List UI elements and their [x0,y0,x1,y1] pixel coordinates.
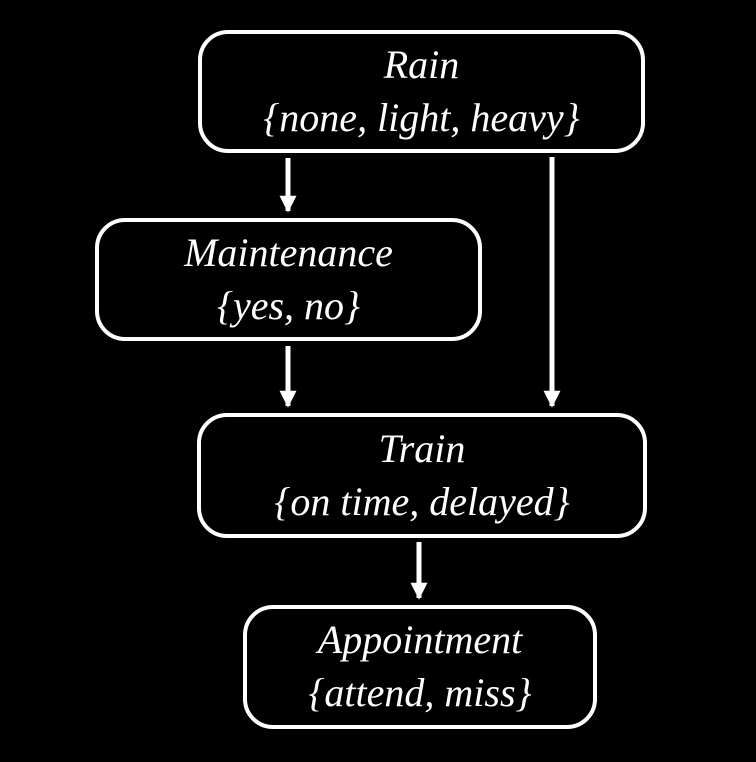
node-train-domain: {on time, delayed} [274,478,570,524]
node-rain-domain: {none, light, heavy} [263,94,580,140]
node-maintenance-domain: {yes, no} [216,282,361,328]
node-rain-label: Rain [383,41,460,87]
node-maintenance: Maintenance {yes, no} [95,218,482,341]
node-appointment-label: Appointment [317,617,523,663]
node-train-label: Train [378,425,466,471]
node-appointment-domain: {attend, miss} [308,670,532,715]
node-rain: Rain {none, light, heavy} [198,30,645,153]
node-appointment: Appointment {attend, miss} [243,605,597,729]
node-train: Train {on time, delayed} [197,413,647,538]
node-maintenance-label: Maintenance [184,229,393,275]
